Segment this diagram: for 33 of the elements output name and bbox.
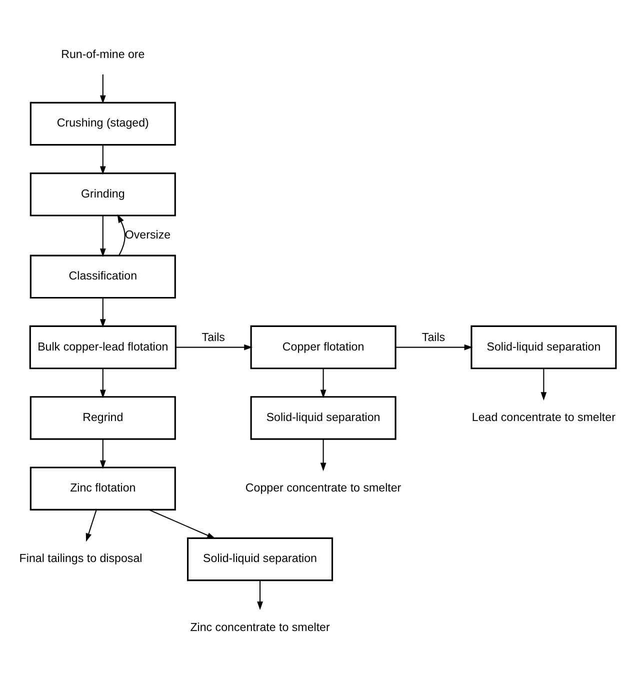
node-text: Zinc concentrate to smelter — [190, 622, 330, 634]
node-box: Copper flotation — [250, 325, 396, 370]
edge-label: Oversize — [124, 229, 171, 242]
arrow — [176, 344, 253, 350]
arrow — [320, 439, 326, 472]
arrow — [100, 368, 106, 398]
arrow — [100, 216, 106, 257]
arrow — [100, 74, 106, 104]
node-box: Grinding — [30, 172, 176, 216]
node-box: Solid-liquid separation — [187, 537, 334, 582]
node-text: Final tailings to disposal — [19, 553, 142, 566]
arrow — [100, 145, 106, 175]
node-box: Solid-liquid separation — [250, 396, 396, 440]
node-text: Run-of-mine ore — [61, 49, 145, 62]
arrow — [396, 344, 473, 350]
node-box: Crushing (staged) — [30, 102, 176, 146]
node-box: Bulk copper-lead flotation — [29, 325, 176, 370]
arrow — [117, 214, 126, 256]
edge-label: Tails — [422, 332, 446, 344]
arrow — [320, 368, 326, 398]
arrow — [100, 439, 106, 469]
arrow — [100, 298, 106, 328]
edge-label: Tails — [202, 332, 225, 344]
arrow — [148, 509, 216, 539]
node-box: Regrind — [30, 396, 176, 440]
arrow — [257, 580, 263, 610]
arrow — [86, 510, 97, 542]
node-box: Solid-liquid separation — [470, 325, 617, 370]
node-text: Lead concentrate to smelter — [472, 412, 616, 424]
node-box: Zinc flotation — [30, 466, 176, 510]
node-box: Classification — [30, 254, 176, 299]
node-text: Copper concentrate to smelter — [245, 482, 402, 495]
arrow — [540, 368, 547, 401]
